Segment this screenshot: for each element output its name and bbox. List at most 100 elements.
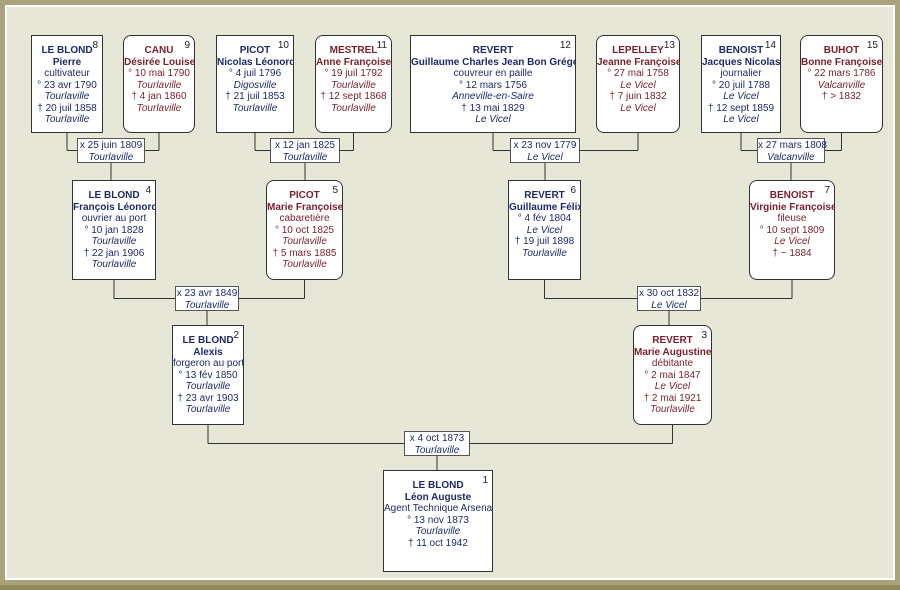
person-surname: PICOT: [239, 45, 271, 56]
person-death: † 13 mai 1829: [461, 102, 525, 114]
marriage-place: Tourlaville: [184, 299, 230, 311]
person-surname: CANU: [144, 45, 174, 56]
person-death-place: Tourlaville: [185, 404, 231, 415]
marriage-date: x 23 avr 1849: [176, 288, 238, 299]
person-birth: ° 19 juil 1792: [324, 68, 383, 79]
person-death-place: Tourlaville: [44, 114, 90, 125]
person-birth: ° 2 mai 1847: [644, 369, 701, 381]
person-birth-place: Digosville: [233, 79, 277, 91]
person-death: † 19 juil 1898: [514, 236, 575, 247]
person-birth: ° 4 juil 1796: [228, 68, 282, 79]
person-birth-place: Le Vicel: [654, 381, 691, 392]
person-birth-place: Le Vicel: [620, 79, 656, 91]
person-surname: BENOIST: [769, 190, 815, 201]
person-surname: REVERT: [652, 335, 693, 346]
person-death-place: Tourlaville: [331, 102, 376, 114]
person-death-place: Le Vicel: [620, 102, 656, 114]
person-birth-place: Tourlaville: [136, 79, 182, 91]
person-occupation: débitante: [651, 358, 694, 369]
person-death-place: Tourlaville: [282, 259, 327, 270]
person-birth-place: Le Vicel: [526, 224, 563, 236]
person-surname: BUHOT: [823, 45, 860, 56]
person-surname: LE BLOND: [412, 480, 464, 491]
person-birth: ° 20 juil 1788: [712, 79, 770, 91]
person-number: 7: [824, 185, 830, 196]
marriage-date: x 25 juin 1809: [79, 140, 143, 151]
person-number: 13: [663, 40, 675, 51]
marriage-place: Tourlaville: [414, 444, 460, 456]
marriage-date: x 23 nov 1779: [513, 140, 577, 151]
person-death-place: Tourlaville: [91, 259, 137, 270]
person-death-place: Tourlaville: [650, 404, 695, 415]
person-surname: MESTREL: [329, 45, 378, 56]
person-number: 14: [764, 40, 776, 51]
person-surname: REVERT: [524, 190, 565, 201]
person-birth: ° 22 mars 1786: [807, 68, 876, 79]
person-death: † 4 jan 1860: [131, 91, 187, 102]
marriage-date: x 4 oct 1873: [409, 433, 465, 444]
person-birth: ° 23 avr 1790: [37, 79, 97, 91]
person-given-name: Pierre: [52, 56, 82, 68]
person-birth-place: Tourlaville: [185, 381, 231, 392]
person-birth-place: Le Vicel: [774, 236, 810, 247]
person-given-name: Guillaume Félix: [509, 201, 581, 213]
person-surname: LE BLOND: [182, 335, 234, 346]
person-occupation: journalier: [720, 68, 762, 79]
person-death: † 20 juil 1858: [37, 102, 97, 114]
person-surname: LE BLOND: [41, 45, 93, 56]
person-death: † 12 sept 1868: [320, 91, 387, 102]
person-death: † ~ 1884: [772, 247, 812, 259]
person-death: † 2 mai 1921: [643, 392, 702, 404]
person-death-place: Le Vicel: [723, 114, 759, 125]
person-given-name: François Léonord: [73, 201, 156, 213]
person-occupation: cabaretière: [279, 213, 330, 224]
person-birth-place: Tourlaville: [282, 236, 327, 247]
person-occupation: fileuse: [777, 213, 807, 224]
person-number: 3: [701, 330, 707, 341]
person-occupation: ouvrier au port: [81, 213, 147, 224]
marriage-place: Valcanville: [767, 151, 815, 163]
person-birth: ° 12 mars 1756: [459, 79, 527, 91]
person-birth: ° 13 nov 1873: [407, 514, 469, 526]
person-birth: ° 10 oct 1825: [274, 224, 335, 236]
person-number: 10: [277, 40, 289, 51]
person-surname: LE BLOND: [88, 190, 140, 201]
person-birth-place: Tourlaville: [91, 236, 137, 247]
person-death: † 5 mars 1885: [272, 247, 337, 259]
person-given-name: Bonne Françoise: [801, 56, 883, 68]
person-number: 9: [184, 40, 190, 51]
person-number: 11: [376, 40, 387, 51]
person-surname: LEPELLEY: [612, 45, 664, 56]
person-birth: ° 10 mai 1790: [128, 68, 190, 79]
person-birth: ° 10 sept 1809: [759, 224, 825, 236]
person-occupation: forgeron au port: [173, 358, 244, 369]
person-death-place: Tourlaville: [232, 102, 278, 114]
person-given-name: Léon Auguste: [404, 491, 472, 503]
person-birth-place: Tourlaville: [331, 79, 376, 91]
person-given-name: Anne Françoise: [316, 56, 392, 68]
marriage-place: Le Vicel: [651, 299, 687, 311]
person-given-name: Virginie Françoise: [750, 201, 835, 213]
person-given-name: Marie Augustine: [634, 346, 712, 358]
